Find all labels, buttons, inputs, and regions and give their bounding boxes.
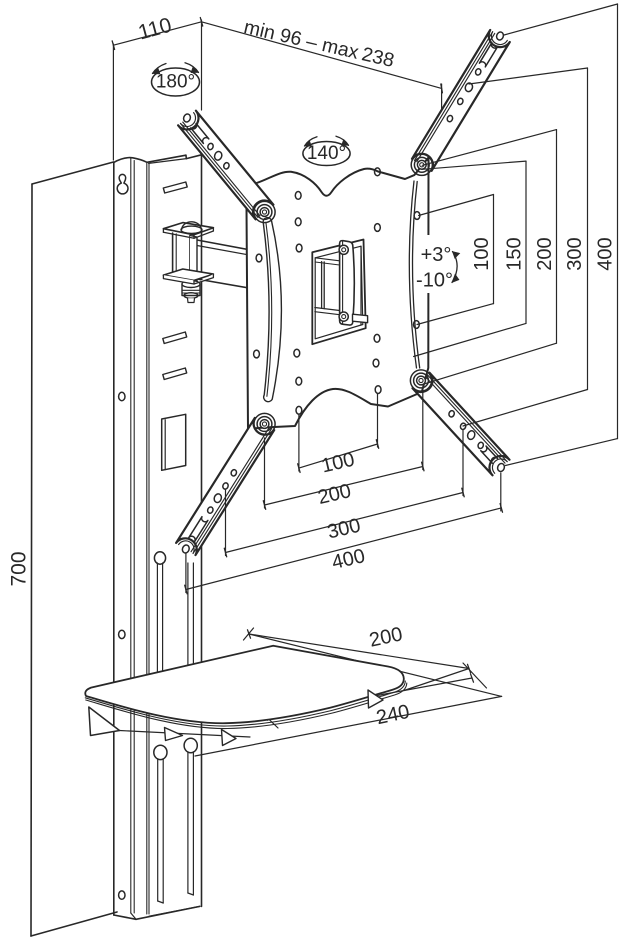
svg-text:180°: 180° — [156, 72, 195, 93]
svg-text:min 96 – max 238: min 96 – max 238 — [242, 16, 397, 72]
svg-text:-10°: -10° — [416, 270, 453, 292]
svg-text:200: 200 — [367, 623, 404, 651]
svg-text:110: 110 — [136, 14, 174, 45]
svg-text:240: 240 — [374, 701, 411, 729]
svg-text:100: 100 — [471, 237, 493, 270]
svg-text:100: 100 — [319, 449, 356, 478]
svg-text:700: 700 — [8, 551, 31, 586]
svg-text:300: 300 — [564, 237, 586, 270]
svg-text:400: 400 — [595, 237, 617, 270]
svg-text:400: 400 — [330, 545, 367, 574]
svg-text:200: 200 — [316, 480, 353, 509]
svg-text:200: 200 — [534, 237, 556, 270]
svg-text:300: 300 — [325, 515, 362, 544]
svg-text:+3°: +3° — [421, 244, 452, 266]
svg-text:140°: 140° — [307, 143, 346, 164]
svg-text:150: 150 — [504, 237, 526, 270]
